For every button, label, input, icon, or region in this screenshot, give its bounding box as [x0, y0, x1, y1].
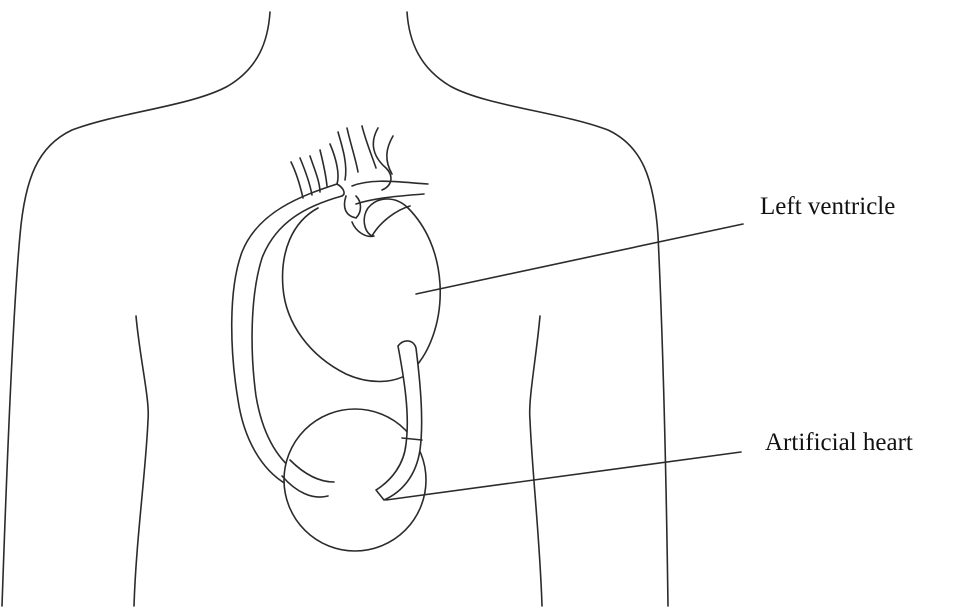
label-artificial-heart: Artificial heart: [765, 430, 913, 455]
outflow-graft-cap: [337, 184, 344, 196]
vessel-right-3: [387, 136, 393, 174]
heart-inner-fold: [372, 206, 410, 236]
vessel-left-outer: [291, 162, 303, 198]
vessel-left-inner: [300, 158, 312, 195]
right-arm-crease: [530, 316, 542, 606]
vessel-mid-3: [330, 144, 338, 184]
label-left-ventricle: Left ventricle: [760, 194, 895, 219]
left-arm-crease: [134, 316, 148, 606]
torso-left-outline: [2, 12, 270, 606]
vessel-mid-2: [320, 150, 327, 186]
leader-line-artificial-heart: [386, 452, 741, 500]
vessel-mid-4: [338, 132, 346, 180]
leader-line-left-ventricle: [416, 224, 743, 294]
aorta-stub: [344, 196, 360, 218]
vessel-mid-5: [347, 128, 358, 172]
vessel-mid-1: [310, 156, 320, 192]
